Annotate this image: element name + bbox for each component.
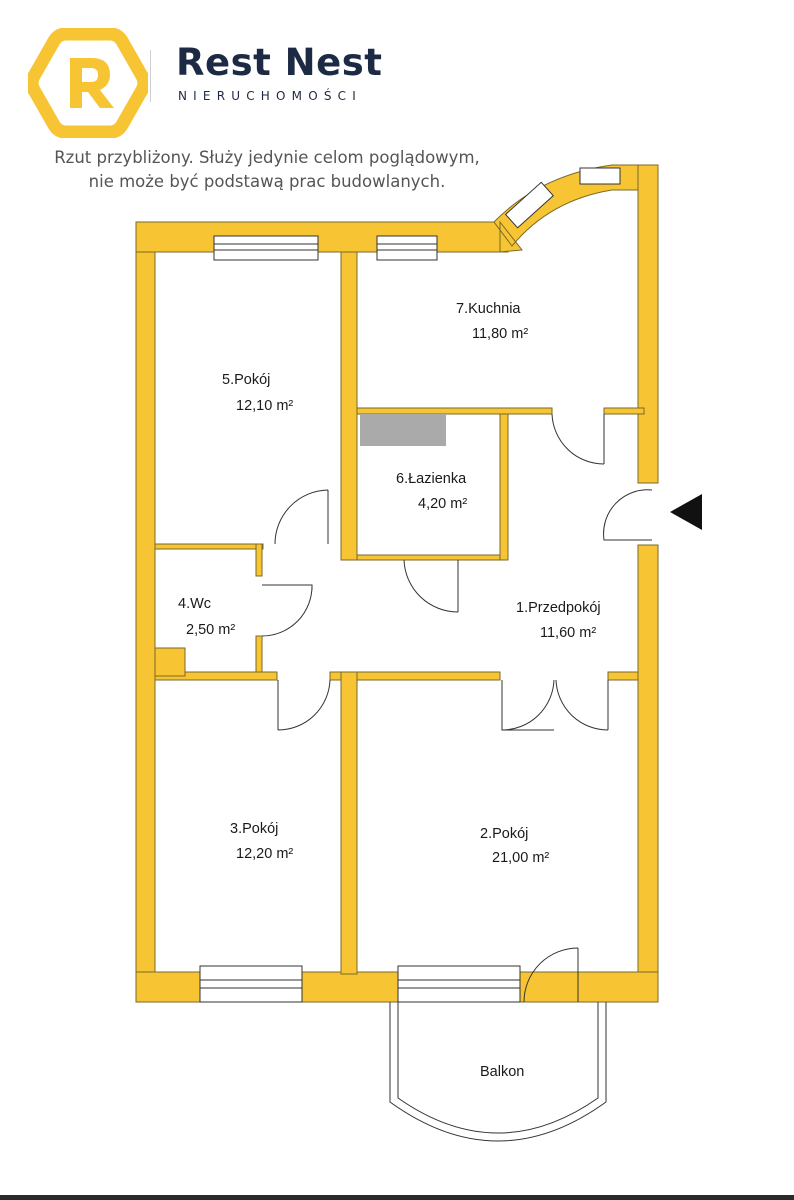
door-kitchen [551,413,605,465]
room-area-pokoj5: 12,10 m² [236,398,293,414]
room-area-lazienka: 4,20 m² [418,496,467,512]
wall-room3-room2 [340,671,358,975]
room-area-kuchnia: 11,80 m² [472,326,528,342]
bottom-border [0,1195,794,1200]
room-name-kuchnia: 7.Kuchnia [456,301,521,317]
window-kitchen [376,235,438,261]
header: Rest Nest NIERUCHOMOŚCI [0,0,794,138]
door-room5 [274,489,329,545]
room-name-pokoj2: 2.Pokój [480,826,528,842]
door-bathroom [403,559,459,613]
disclaimer: Rzut przybliżony. Służy jedynie celom po… [0,146,534,194]
room-name-przedpokoj: 1.Przedpokój [516,600,601,616]
room-area-przedpokoj: 11,60 m² [540,625,596,641]
logo-icon [28,28,148,138]
balcony-outline [389,1002,607,1142]
wall-kitchen-room5 [340,251,358,561]
balcony-label: Balkon [480,1064,524,1080]
room-area-pokoj2: 21,00 m² [492,850,549,866]
wall-kitchen-bottom [356,407,553,415]
room-name-pokoj3: 3.Pokój [230,821,278,837]
wall-wc-right [255,543,263,577]
wall-room2-top-right [607,671,639,681]
window-lines [200,243,520,989]
window-bay-1 [504,181,554,229]
brand-name: Rest Nest [176,41,383,84]
wall-bath-right [499,411,509,561]
walls [135,164,659,1003]
door-room2-right [555,679,609,731]
room-area-wc: 2,50 m² [186,622,235,638]
disclaimer-line-1: Rzut przybliżony. Służy jedynie celom po… [54,148,480,167]
wall-kitchen-bottom-right [603,407,645,415]
wall-wc-corner [154,647,186,677]
bathroom-fixture [360,414,446,446]
windows [199,167,621,1003]
header-divider [150,50,151,102]
logo-letter-r [70,58,114,108]
window-room2 [397,965,521,1003]
room-area-pokoj3: 12,20 m² [236,846,293,862]
door-entrance [603,489,653,541]
room-name-pokoj5: 5.Pokój [222,372,270,388]
outer-wall-left [135,221,156,1003]
wall-wc-right-lower [255,635,263,677]
door-room3 [277,679,331,731]
entrance-arrow-icon [670,494,702,530]
doors [261,413,653,1142]
window-room3 [199,965,303,1003]
outer-wall-right-upper [637,164,659,484]
logo-hexagon [28,28,148,138]
door-wc [261,584,313,637]
disclaimer-line-2: nie może być podstawą prac budowlanych. [88,172,446,191]
wall-room5-bottom [154,543,264,550]
room-name-wc: 4.Wc [178,596,211,612]
room-name-lazienka: 6.Łazienka [396,471,467,487]
wall-bath-bottom [356,554,503,561]
window-room5 [213,235,319,261]
brand-subtitle: NIERUCHOMOŚCI [178,89,363,103]
room-labels: 7.Kuchnia 11,80 m² 5.Pokój 12,10 m² 6.Ła… [178,301,601,1080]
wall-room3-top-right [329,671,501,681]
door-balcony [523,947,579,1003]
door-room2-left [501,679,555,731]
outer-wall-top-left [135,221,509,253]
outer-wall-right-lower [637,544,659,1003]
window-bay-2 [579,167,621,185]
